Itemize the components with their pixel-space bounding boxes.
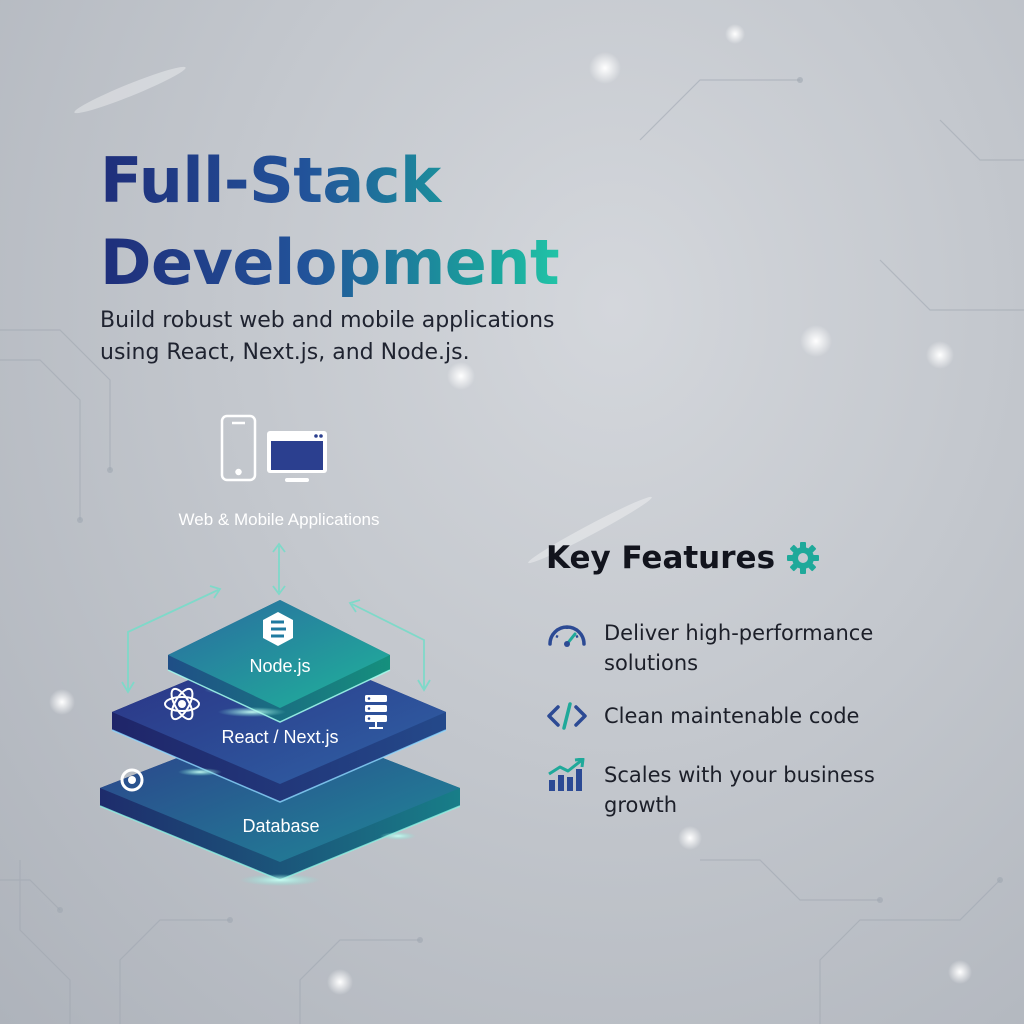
feature-text: Clean maintenable code (604, 701, 859, 731)
key-features-title: Key Features (546, 540, 776, 576)
feature-text: Deliver high-performance solutions (604, 618, 873, 678)
speedometer-icon (548, 625, 586, 647)
subtitle-line-1: Build robust web and mobile applications (100, 308, 555, 333)
subtitle-line-2: using React, Next.js, and Node.js. (100, 340, 470, 365)
react-nextjs-label: React / Next.js (221, 727, 338, 747)
feature-line-2: solutions (604, 651, 699, 675)
monitor-icon (267, 431, 327, 482)
feature-line-1: Scales with your business (604, 763, 875, 787)
server-icon (365, 695, 387, 729)
nodejs-layer (167, 600, 391, 723)
feature-line-1: Deliver high-performance (604, 621, 874, 645)
atom-icon (164, 687, 200, 721)
code-icon (547, 702, 587, 730)
target-icon (120, 768, 144, 792)
phone-icon (220, 414, 257, 482)
gear-icon (787, 542, 820, 574)
feature-item-clean-code: Clean maintenable code (546, 701, 946, 733)
feature-text: Scales with your business growth (604, 760, 875, 820)
database-label: Database (242, 816, 319, 836)
web-mobile-label: Web & Mobile Applications (179, 510, 380, 529)
feature-line-1: Clean maintenable code (604, 704, 860, 728)
nodejs-label: Node.js (249, 656, 310, 676)
key-features-heading: Key Features (546, 540, 821, 576)
feature-item-scaling: Scales with your business growth (546, 758, 946, 820)
feature-item-performance: Deliver high-performance solutions (546, 618, 946, 678)
connector-arrows (121, 542, 431, 694)
feature-line-2: growth (604, 793, 678, 817)
nodejs-icon (263, 612, 293, 646)
growth-chart-icon (548, 758, 585, 791)
page-subtitle: Build robust web and mobile applications… (100, 305, 555, 369)
